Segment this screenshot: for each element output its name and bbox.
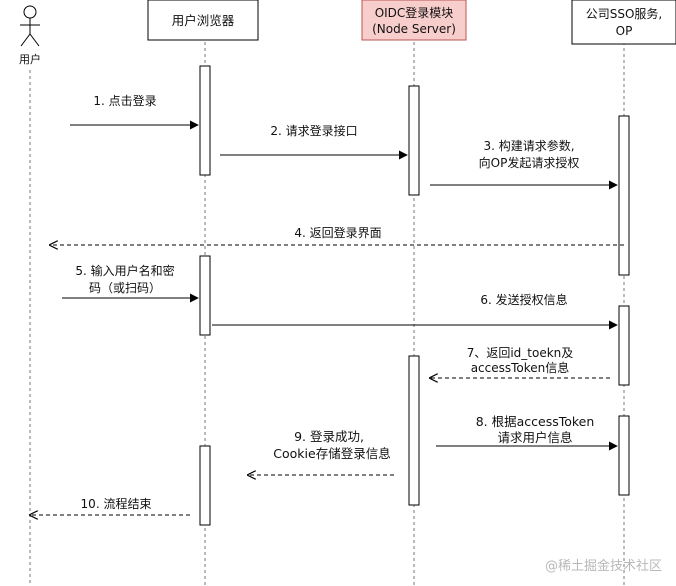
activation-sso-2 [618, 305, 630, 386]
message-6-label: 6. 发送授权信息 [480, 292, 567, 307]
participant-browser-label: 用户浏览器 [172, 13, 235, 28]
message-1-label: 1. 点击登录 [93, 93, 156, 108]
activation-sso-3 [618, 415, 630, 496]
message-7-label-line1: 7、返回id_toekn及 [467, 346, 574, 360]
participant-browser-box [147, 0, 259, 41]
participant-sso-label-line2: OP [616, 24, 633, 38]
activation-browser-2 [199, 255, 211, 336]
message-5-label-line1: 5. 输入用户名和密 [75, 263, 174, 278]
actor-label: 用户 [19, 52, 41, 66]
participant-oidc-label-line1: OIDC登录模块 [375, 5, 454, 20]
participant-sso-box [571, 0, 676, 45]
message-8-label-line1: 8. 根据accessToken [476, 414, 595, 429]
message-3-label-line1: 3. 构建请求参数, [483, 138, 574, 153]
user-actor-icon [20, 5, 40, 47]
participant-browser: 用户浏览器 [147, 0, 259, 41]
message-5-label-line2: 码（或扫码） [89, 281, 161, 295]
activation-sso-1 [618, 115, 630, 276]
watermark-text: @稀土掘金技术社区 [545, 558, 662, 574]
participant-sso-label-line1: 公司SSO服务, [586, 6, 663, 21]
message-10-label: 10. 流程结束 [81, 496, 152, 511]
activation-oidc-1 [408, 85, 420, 196]
participant-oidc-label-line2: (Node Server) [372, 22, 456, 36]
participant-oidc: OIDC登录模块 (Node Server) [361, 0, 467, 41]
message-4-label: 4. 返回登录界面 [294, 225, 381, 240]
message-8-label-line2: 请求用户信息 [497, 430, 572, 445]
message-2-label: 2. 请求登录接口 [270, 123, 357, 138]
activation-browser-1 [199, 65, 211, 176]
message-9-label-line1: 9. 登录成功, [294, 429, 364, 444]
participant-oidc-box [361, 0, 467, 41]
activation-browser-3 [199, 445, 211, 526]
message-7-label-line2: accessToken信息 [471, 360, 570, 375]
activation-oidc-2 [408, 355, 420, 506]
message-9-label-line2: Cookie存储登录信息 [273, 446, 390, 461]
participant-sso: 公司SSO服务, OP [571, 0, 676, 45]
message-3-label-line2: 向OP发起请求授权 [479, 155, 580, 170]
